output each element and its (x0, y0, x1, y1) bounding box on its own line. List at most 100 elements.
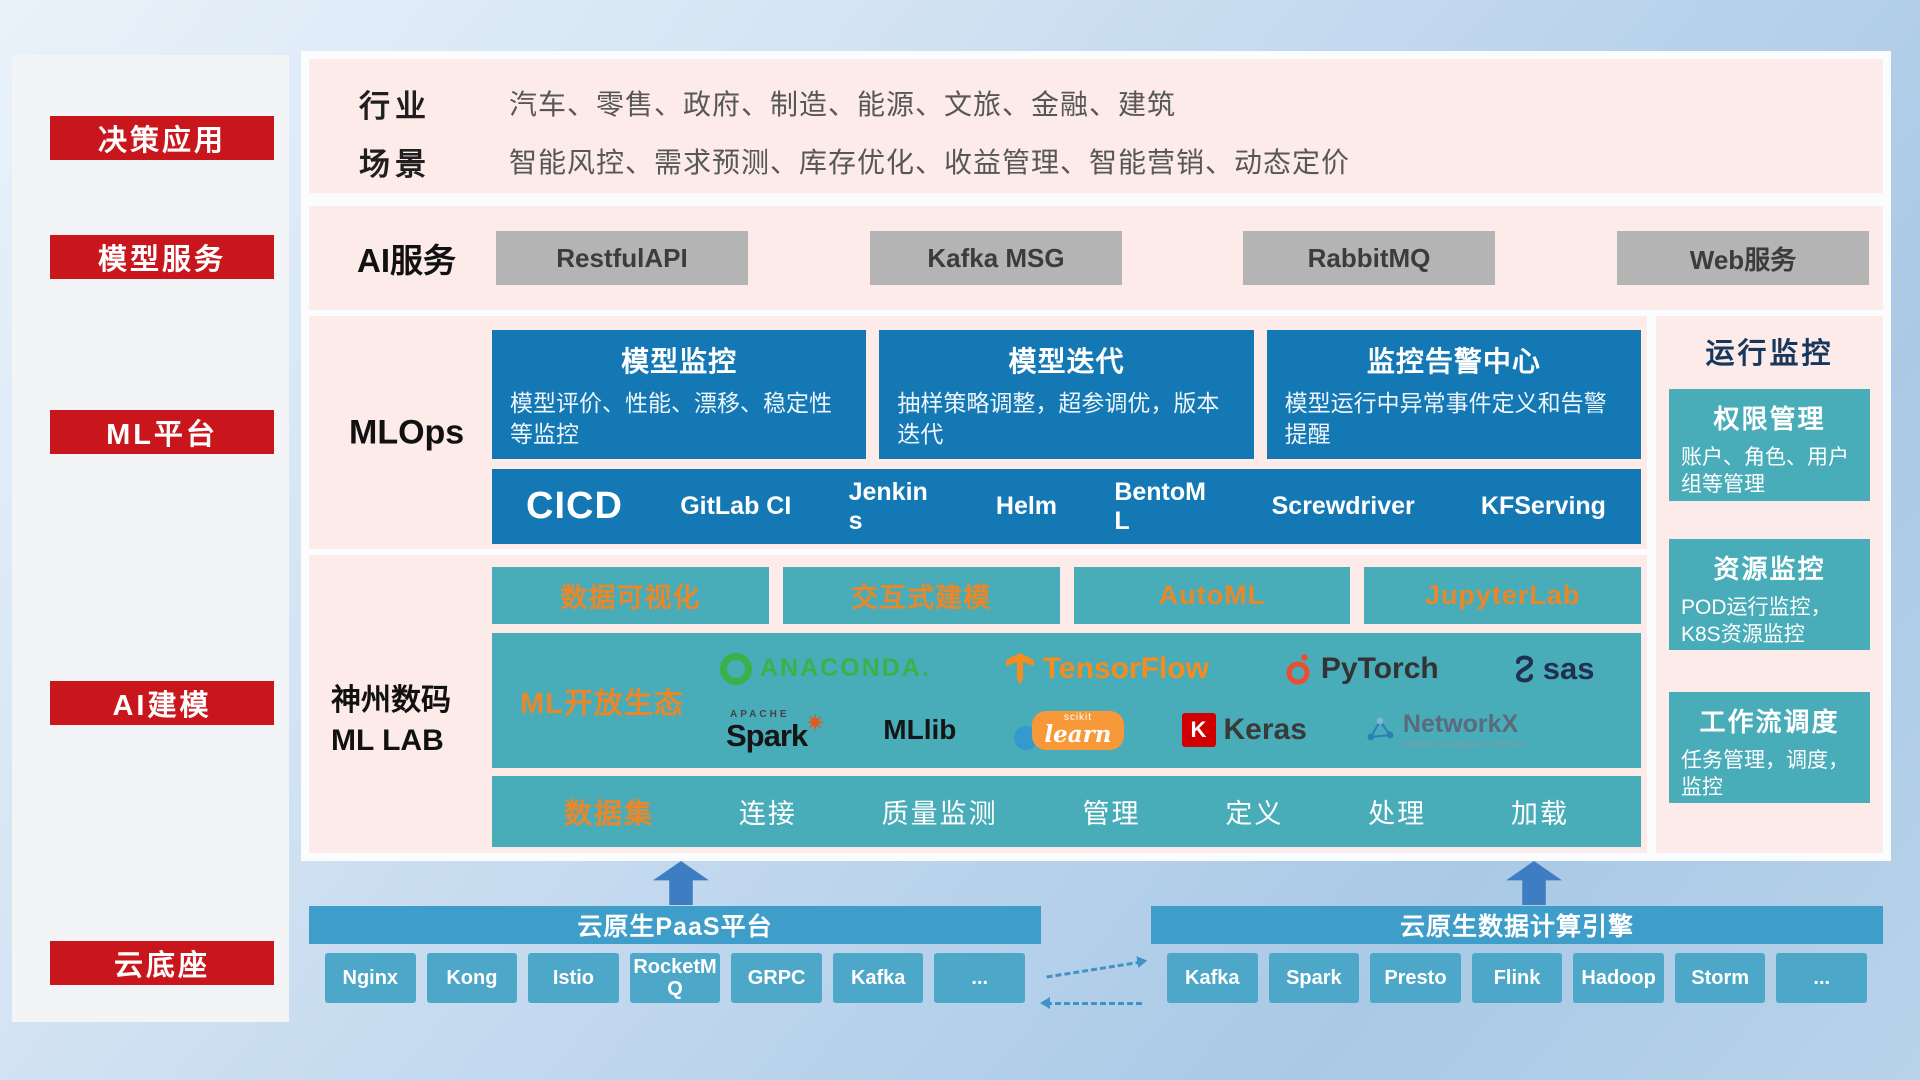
dataset-item-connect: 连接 (738, 799, 797, 829)
up-arrow-left-icon (653, 861, 709, 905)
cicd-item-screwdriver: Screwdriver (1271, 492, 1415, 521)
keras-wordmark: Keras (1223, 713, 1307, 746)
tool-jupyterlab: JupyterLab (1364, 567, 1641, 624)
chip-nginx: Nginx (325, 953, 416, 1003)
ml-lab-tools-row: 数据可视化 交互式建模 AutoML JupyterLab (492, 567, 1641, 624)
scenario-label: 场景 (359, 147, 431, 182)
chip-presto: Presto (1370, 953, 1461, 1003)
dashed-arrow-right-icon (1046, 960, 1142, 979)
sas-swirl-icon (1515, 655, 1533, 682)
industry-scenario-panel: 行业 汽车、零售、政府、制造、能源、文旅、金融、建筑 场景 智能风控、需求预测、… (309, 59, 1883, 193)
spark-word-row: Spark ✷ (726, 711, 825, 753)
ecosystem-logos: ANACONDA. TensorFlow (720, 639, 1633, 762)
ai-service-label: AI服务 (357, 242, 456, 279)
anaconda-ring-icon (720, 652, 752, 685)
industry-row: 行业 汽车、零售、政府、制造、能源、文旅、金融、建筑 (309, 77, 1883, 124)
tool-data-visualization: 数据可视化 (492, 567, 769, 624)
anaconda-wordmark: ANACONDA. (760, 654, 931, 682)
dataset-item-manage: 管理 (1082, 799, 1141, 829)
paas-platform-bar: 云原生PaaS平台 (309, 906, 1041, 944)
networkx-subtitle: Network Analysis in Python (1402, 739, 1525, 750)
left-category-rail: 决策应用 模型服务 ML平台 AI建模 云底座 (12, 55, 289, 1022)
chip-hadoop: Hadoop (1573, 953, 1664, 1003)
data-engine-bar: 云原生数据计算引擎 (1151, 906, 1883, 944)
card-alert-center: 监控告警中心 模型运行中异常事件定义和告警提醒 (1266, 330, 1641, 459)
ai-service-rabbitmq: RabbitMQ (1243, 231, 1495, 285)
dataset-item-load: 加载 (1510, 799, 1569, 829)
card-desc: 账户、角色、用户组等管理 (1681, 446, 1849, 496)
tensorflow-logo: TensorFlow (1005, 652, 1209, 686)
chip-storm: Storm (1674, 953, 1766, 1003)
anaconda-logo: ANACONDA. (720, 652, 931, 685)
scenario-list: 智能风控、需求预测、库存优化、收益管理、智能营销、动态定价 (509, 147, 1351, 178)
logo-row-2: APACHE Spark ✷ MLlib (720, 708, 1633, 753)
up-arrow-right-icon (1506, 861, 1562, 905)
runtime-monitoring-title: 运行监控 (1705, 338, 1834, 370)
category-badge-model-service: 模型服务 (50, 235, 274, 279)
spark-apache-label: APACHE (730, 708, 790, 720)
cicd-item-helm: Helm (995, 492, 1058, 521)
industry-label: 行业 (359, 89, 431, 124)
mllib-logo: MLlib (883, 714, 956, 746)
mllib-wordmark: MLlib (883, 714, 957, 745)
ml-lab-label-line2: ML LAB (331, 724, 444, 757)
ai-service-web: Web服务 (1617, 231, 1869, 285)
card-desc: POD运行监控，K8S资源监控 (1681, 596, 1832, 646)
networkx-wordmark: NetworkX Network Analysis in Python (1403, 710, 1525, 749)
tensorflow-icon (1005, 652, 1034, 685)
dataset-item-process: 处理 (1368, 799, 1427, 829)
category-badge-ai-modeling: AI建模 (50, 681, 274, 725)
chip-flink: Flink (1471, 953, 1563, 1003)
card-workflow-scheduling: 工作流调度 任务管理，调度，监控 (1669, 692, 1870, 803)
card-resource-monitoring: 资源监控 POD运行监控，K8S资源监控 (1669, 539, 1870, 650)
scenario-row: 场景 智能风控、需求预测、库存优化、收益管理、智能营销、动态定价 (309, 135, 1883, 182)
logo-row-1: ANACONDA. TensorFlow (720, 651, 1633, 687)
chip-grpc: GRPC (731, 953, 822, 1003)
scikit-learn-blob: scikit learn (1032, 710, 1124, 750)
spark-word: Spark (726, 717, 808, 753)
chip-kong: Kong (426, 953, 518, 1003)
paas-platform-title: 云原生PaaS平台 (577, 913, 773, 941)
chip-istio: Istio (528, 953, 619, 1003)
scikit-label: scikit (1063, 711, 1093, 723)
networkx-word: NetworkX (1402, 710, 1519, 739)
chip-rocketmq: RocketMQ (629, 953, 721, 1003)
sas-logo: sas (1513, 651, 1594, 687)
card-title: 监控告警中心 (1366, 346, 1541, 377)
card-model-iteration: 模型迭代 抽样策略调整，超参调优，版本迭代 (879, 330, 1254, 459)
learn-word: learn (1044, 720, 1112, 748)
tool-automl: AutoML (1073, 567, 1351, 624)
keras-logo: K Keras (1181, 713, 1307, 747)
chip-kafka: Kafka (832, 953, 924, 1003)
pytorch-flame-icon (1286, 653, 1310, 684)
card-desc: 任务管理，调度，监控 (1681, 749, 1849, 799)
dataset-item-quality: 质量监测 (881, 799, 998, 829)
keras-k-icon: K (1181, 713, 1216, 747)
card-title: 工作流调度 (1699, 707, 1840, 737)
dataset-label: 数据集 (564, 797, 655, 829)
ai-service-panel: AI服务 RestfulAPI Kafka MSG RabbitMQ Web服务 (309, 206, 1883, 310)
ai-service-restfulapi: RestfulAPI (496, 231, 748, 285)
chip-kafka: Kafka (1167, 953, 1258, 1003)
category-badge-decision-apps: 决策应用 (50, 116, 274, 160)
cicd-title: CICD (526, 485, 623, 527)
card-title: 模型迭代 (1008, 346, 1125, 377)
category-badge-ml-platform: ML平台 (50, 410, 274, 454)
dashed-arrow-left-icon (1040, 997, 1142, 1009)
mlops-content: 模型监控 模型评价、性能、漂移、稳定性等监控 模型迭代 抽样策略调整，超参调优，… (492, 330, 1641, 544)
ml-lab-label-line1: 神州数码 (331, 684, 451, 717)
card-desc: 模型运行中异常事件定义和告警提醒 (1284, 390, 1607, 447)
ecosystem-label: ML开放生态 (520, 687, 684, 720)
spark-logo: APACHE Spark ✷ (726, 708, 825, 753)
data-engine-title: 云原生数据计算引擎 (1399, 913, 1634, 941)
card-permission-management: 权限管理 账户、角色、用户组等管理 (1669, 389, 1870, 501)
card-desc: 模型评价、性能、漂移、稳定性等监控 (510, 390, 832, 447)
chip-spark: Spark (1268, 953, 1360, 1003)
networkx-logo: NetworkX Network Analysis in Python (1365, 710, 1525, 749)
spark-wordmark: APACHE Spark ✷ (726, 708, 825, 753)
pytorch-wordmark: PyTorch (1320, 651, 1439, 685)
mlops-label: MLOps (349, 413, 465, 451)
runtime-monitoring-panel: 运行监控 权限管理 账户、角色、用户组等管理 资源监控 POD运行监控，K8S资… (1656, 316, 1883, 853)
paas-chip-row: Nginx Kong Istio RocketMQ GRPC Kafka ... (325, 953, 1026, 1003)
